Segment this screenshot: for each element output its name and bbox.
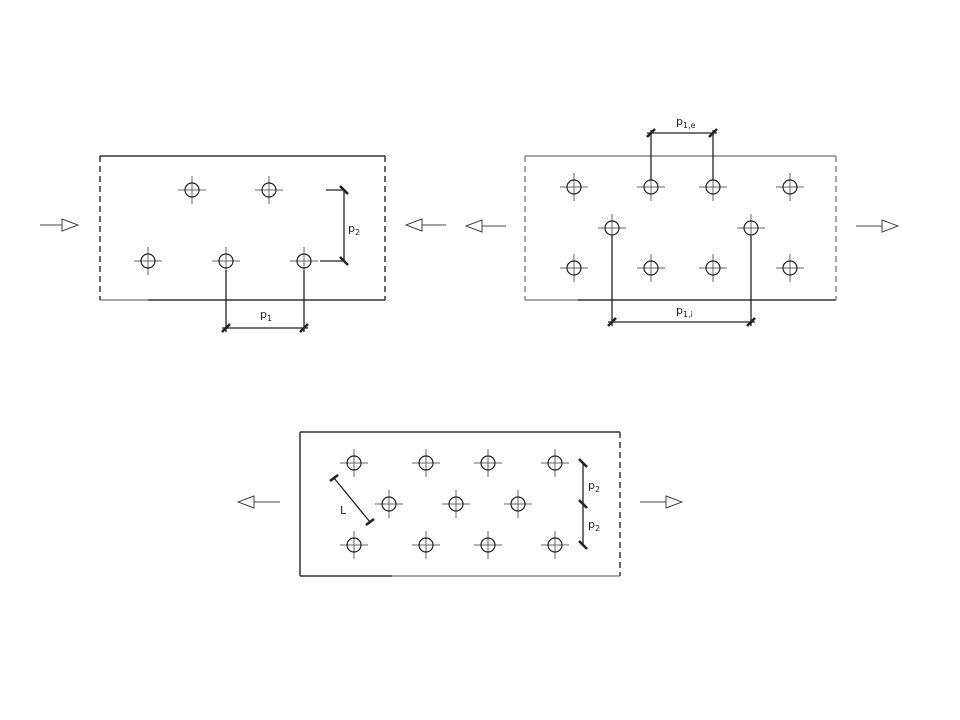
panel-staggered-edge-inner: p1,e p1,i	[464, 115, 900, 327]
bolt-hole-icon	[637, 254, 665, 282]
panel-staggered-diagonal: L p2 p2	[236, 431, 684, 577]
label-p2-upper: p2	[588, 479, 600, 494]
bolt-hole-icon	[541, 449, 569, 477]
dimension-p2-stack: p2 p2	[578, 458, 600, 550]
force-arrow-left-icon	[236, 495, 280, 509]
bolt-hole-icon	[699, 254, 727, 282]
label-L: L	[340, 504, 347, 517]
bolt-hole-icon	[776, 173, 804, 201]
force-arrow-left-icon	[464, 219, 506, 233]
bolt-hole-icon	[442, 490, 470, 518]
bolt-hole-icon	[412, 449, 440, 477]
panel-regular-spacing: p2 p1	[40, 155, 446, 333]
label-p2-lower: p2	[588, 518, 600, 533]
label-p1e: p1,e	[676, 115, 696, 130]
bolt-hole-icon	[255, 176, 283, 204]
bolt-hole-icon	[504, 490, 532, 518]
bolt-hole-icon	[178, 176, 206, 204]
bolt-hole-icon	[375, 490, 403, 518]
bolt-hole-icon	[776, 254, 804, 282]
label-p1i: p1,i	[676, 304, 693, 319]
bolt-hole-icon	[560, 173, 588, 201]
bolt-hole-icon	[560, 254, 588, 282]
bolt-hole-icon	[541, 531, 569, 559]
dimension-p1: p1	[221, 270, 309, 333]
dimension-p1e: p1,e	[646, 115, 718, 180]
label-p1: p1	[260, 308, 272, 323]
force-arrow-right-icon	[404, 218, 446, 232]
bolt-hole-icon	[474, 531, 502, 559]
dimension-L: L	[329, 473, 375, 527]
bolt-hole-icon	[340, 449, 368, 477]
force-arrow-right-icon	[856, 219, 900, 233]
dimension-p2: p2	[320, 185, 360, 266]
dimension-p1i: p1,i	[607, 236, 756, 327]
bolt-hole-icon	[412, 531, 440, 559]
bolt-hole-icon	[474, 449, 502, 477]
force-arrow-right-icon	[640, 495, 684, 509]
bolt-hole-icon	[134, 247, 162, 275]
label-p2: p2	[348, 222, 360, 237]
bolt-hole-icon	[340, 531, 368, 559]
force-arrow-left-icon	[40, 218, 80, 232]
